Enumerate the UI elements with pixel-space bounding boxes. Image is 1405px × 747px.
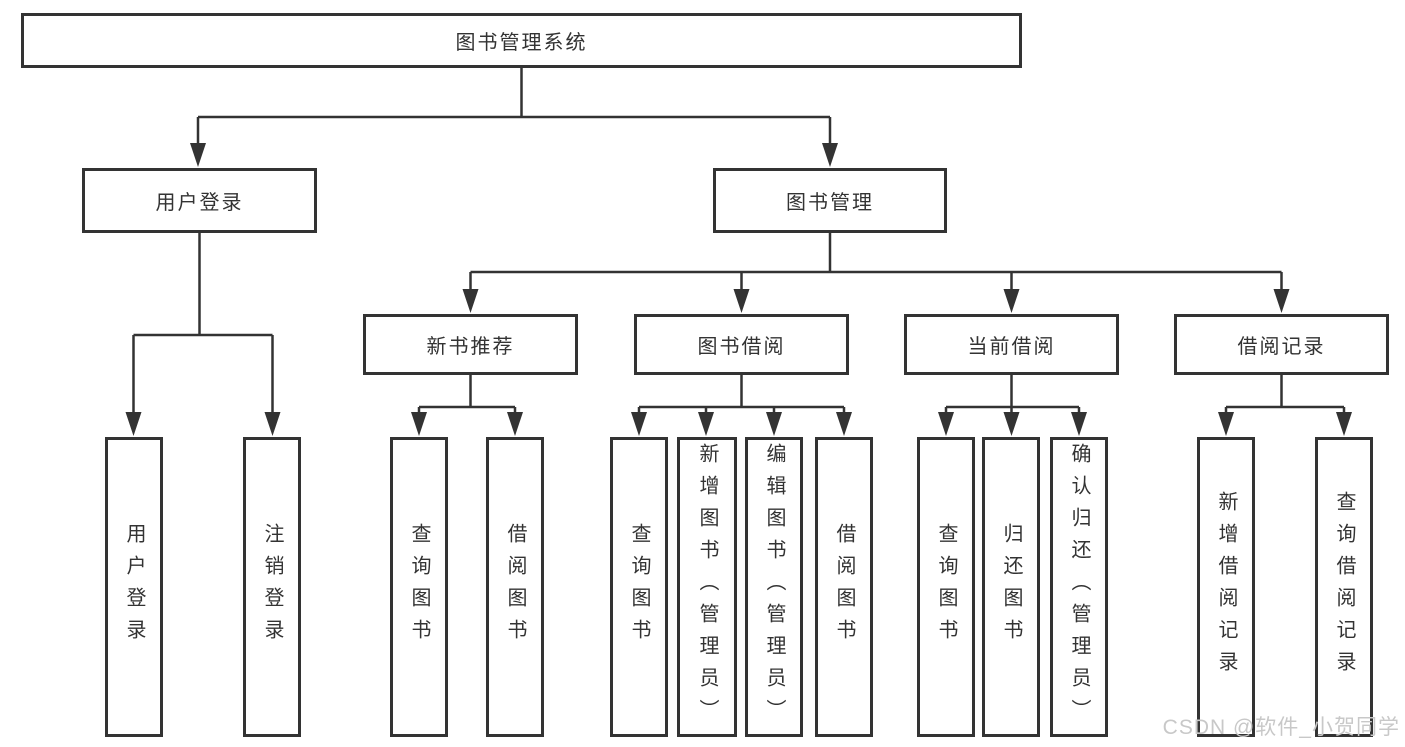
leaf-logout: 注销登录 <box>243 437 301 737</box>
node-new-book-recommend-label: 新书推荐 <box>426 336 515 358</box>
leaf-add-book-admin-label: 新增图书（管理员） <box>696 443 718 731</box>
leaf-borrow-books-recommend-label: 借阅图书 <box>504 523 526 651</box>
node-user-login-label: 用户登录 <box>155 192 244 214</box>
node-book-management: 图书管理 <box>713 168 947 233</box>
leaf-borrow-books-borrowing-label: 借阅图书 <box>833 523 855 651</box>
node-library-system: 图书管理系统 <box>21 13 1022 68</box>
leaf-return-book-label: 归还图书 <box>1000 523 1022 651</box>
leaf-add-borrow-record-label: 新增借阅记录 <box>1215 491 1237 683</box>
leaf-return-book: 归还图书 <box>982 437 1040 737</box>
node-book-borrowing: 图书借阅 <box>634 314 849 375</box>
node-user-login: 用户登录 <box>82 168 317 233</box>
node-borrowing-records-label: 借阅记录 <box>1237 336 1326 358</box>
csdn-watermark: CSDN @软件_小贺同学 <box>1162 716 1400 739</box>
node-book-management-label: 图书管理 <box>786 192 874 214</box>
node-borrowing-records: 借阅记录 <box>1174 314 1389 375</box>
leaf-confirm-return-admin-label: 确认归还（管理员） <box>1068 443 1090 731</box>
leaf-edit-book-admin-label: 编辑图书（管理员） <box>763 443 785 731</box>
leaf-query-books-recommend-label: 查询图书 <box>408 523 430 651</box>
leaf-query-borrow-record-label: 查询借阅记录 <box>1333 491 1355 683</box>
leaf-borrow-books-borrowing: 借阅图书 <box>815 437 873 737</box>
node-library-system-label: 图书管理系统 <box>455 32 588 54</box>
leaf-confirm-return-admin: 确认归还（管理员） <box>1050 437 1108 737</box>
leaf-edit-book-admin: 编辑图书（管理员） <box>745 437 803 737</box>
node-current-borrowing: 当前借阅 <box>904 314 1119 375</box>
leaf-query-books-current-label: 查询图书 <box>935 523 957 651</box>
leaf-add-borrow-record: 新增借阅记录 <box>1197 437 1255 737</box>
leaf-user-login: 用户登录 <box>105 437 163 737</box>
node-book-borrowing-label: 图书借阅 <box>697 336 786 358</box>
node-current-borrowing-label: 当前借阅 <box>967 336 1056 358</box>
leaf-query-books-borrowing-label: 查询图书 <box>628 523 650 651</box>
leaf-user-login-label: 用户登录 <box>123 523 145 651</box>
leaf-add-book-admin: 新增图书（管理员） <box>677 437 737 737</box>
leaf-borrow-books-recommend: 借阅图书 <box>486 437 544 737</box>
leaf-logout-label: 注销登录 <box>261 523 283 651</box>
leaf-query-books-recommend: 查询图书 <box>390 437 448 737</box>
node-new-book-recommend: 新书推荐 <box>363 314 578 375</box>
leaf-query-borrow-record: 查询借阅记录 <box>1315 437 1373 737</box>
leaf-query-books-borrowing: 查询图书 <box>610 437 668 737</box>
leaf-query-books-current: 查询图书 <box>917 437 975 737</box>
